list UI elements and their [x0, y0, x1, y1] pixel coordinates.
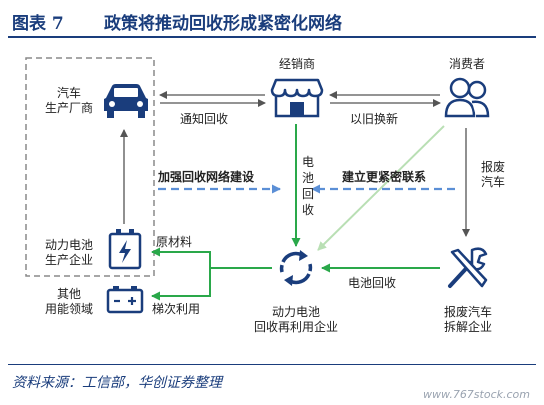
source-note: 资料来源：工信部，华创证券整理	[12, 375, 222, 391]
arrow-to-other-use	[151, 268, 211, 301]
node-recycler: 动力电池 回收再利用企业	[253, 305, 338, 334]
node-other-use: 其他 用能领域	[44, 287, 93, 316]
edge-build-network: 加强回收网络建设	[158, 170, 255, 184]
edge-trade-in: 以旧换新	[350, 112, 399, 126]
edge-battery-recycle-horizontal: 电池回收	[348, 276, 397, 290]
node-car-maker: 汽车 生产厂商	[44, 86, 93, 115]
edge-scrap-car: 报废 汽车	[480, 160, 505, 189]
manufacturer-group-box	[25, 57, 155, 277]
edge-tight-link: 建立更紧密联系	[342, 170, 427, 184]
node-dismantler: 报废汽车 拆解企业	[443, 305, 492, 334]
edge-raw-material: 原材料	[156, 235, 193, 249]
node-battery-maker: 动力电池 生产企业	[44, 238, 93, 267]
arrow-consumer-to-recycler	[317, 125, 445, 251]
node-consumer: 消费者	[448, 57, 485, 71]
edge-notify-recycle: 通知回收	[180, 112, 229, 126]
arrow-to-battery-maker	[151, 247, 211, 268]
figure-title: 政策将推动回收形成紧密化网络	[104, 14, 342, 34]
store-icon	[270, 78, 324, 118]
edge-battery-recycle-vertical: 电池回收	[301, 155, 314, 217]
footer-rule	[8, 364, 536, 365]
battery-icon	[108, 229, 142, 270]
figure-number: 图表 7	[12, 14, 64, 34]
edge-cascade-use: 梯次利用	[152, 302, 201, 316]
figure-header: 图表 7 政策将推动回收形成紧密化网络	[8, 6, 536, 36]
node-dealer: 经销商	[278, 57, 315, 71]
recycle-icon	[279, 250, 313, 286]
battery-pack-icon	[106, 286, 144, 314]
car-icon	[104, 84, 148, 118]
header-rule	[8, 36, 536, 38]
watermark: www.767stock.com	[423, 388, 530, 401]
tools-icon	[448, 247, 488, 288]
people-icon	[444, 77, 490, 118]
